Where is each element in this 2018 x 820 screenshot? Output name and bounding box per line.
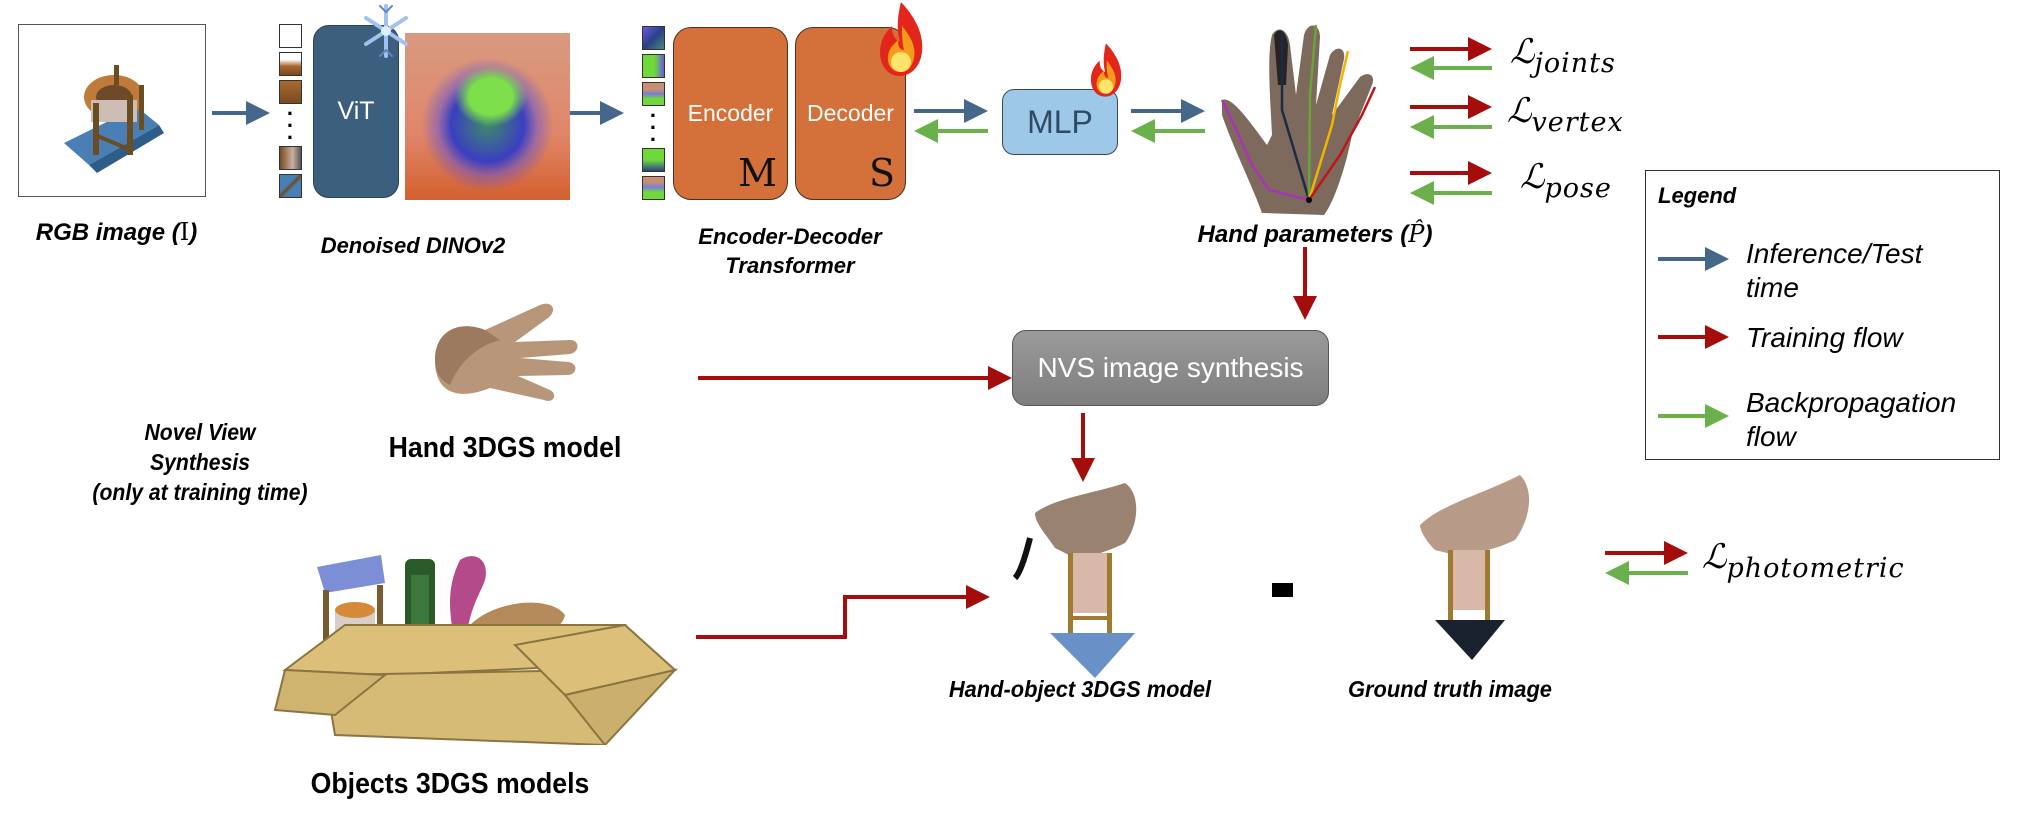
object-thumbnail-icon xyxy=(64,65,164,173)
vit-block: ViT xyxy=(313,25,399,198)
feature-patch xyxy=(642,26,665,50)
objects-3dgs-caption: Objects 3DGS models xyxy=(310,768,590,800)
decoder-symbol: S xyxy=(868,151,895,195)
hand-object-3dgs-image xyxy=(1005,478,1185,683)
image-patch xyxy=(279,146,302,170)
rgb-image-frame xyxy=(18,24,206,197)
transformer-caption: Encoder-Decoder Transformer xyxy=(640,222,940,280)
mlp-block: MLP xyxy=(1002,89,1118,155)
ground-truth-caption: Ground truth image xyxy=(1348,676,1552,702)
loss-photometric: ℒphotometric xyxy=(1702,537,1905,584)
decoder-label: Decoder xyxy=(807,100,894,126)
encoder-block: Encoder M xyxy=(673,27,788,200)
ellipsis-dots: ··· xyxy=(286,101,295,150)
flame-icon xyxy=(876,0,926,83)
loss-vertex: ℒvertex xyxy=(1507,91,1624,138)
ellipsis-dots: ··· xyxy=(649,103,658,152)
ground-truth-image xyxy=(1400,470,1550,665)
dino-feature-map xyxy=(405,33,570,200)
mlp-label: MLP xyxy=(1027,103,1093,140)
objects-3dgs-image xyxy=(265,545,705,750)
arrow-objects-to-hand-object xyxy=(696,585,990,639)
feature-patch xyxy=(642,54,665,78)
feature-patch xyxy=(642,148,665,172)
hand-3dgs-caption: Hand 3DGS model xyxy=(388,432,622,464)
hand-skeleton-image xyxy=(1212,15,1392,225)
hand-3dgs-image xyxy=(430,300,600,415)
transformer-caption-line2: Transformer xyxy=(725,253,855,278)
feature-patch xyxy=(642,176,665,200)
hand-object-caption: Hand-object 3DGS model xyxy=(948,676,1212,702)
vit-label: ViT xyxy=(337,97,375,125)
image-patch xyxy=(279,80,302,104)
image-patch xyxy=(279,24,302,48)
loss-pose: ℒpose xyxy=(1520,157,1612,204)
minus-sign xyxy=(1272,583,1293,597)
nvs-note: Novel View Synthesis (only at training t… xyxy=(92,419,308,505)
encoder-symbol: M xyxy=(738,151,777,195)
hand-parameters-caption: Hand parameters (P̂) xyxy=(1197,220,1433,248)
flame-icon xyxy=(1088,42,1124,103)
dino-caption: Denoised DINOv2 xyxy=(320,233,506,258)
snowflake-icon xyxy=(364,0,408,67)
feature-patch xyxy=(642,82,665,106)
decoder-block: Decoder S xyxy=(795,27,906,200)
encoder-label: Encoder xyxy=(687,100,774,126)
legend-title: Legend xyxy=(1658,183,1737,208)
nvs-label: NVS image synthesis xyxy=(1037,352,1304,383)
legend-item-training: Training flow xyxy=(1746,322,1903,353)
image-patch xyxy=(279,52,302,76)
rgb-image-caption: RGB image (I) xyxy=(35,218,198,246)
image-patch xyxy=(279,174,302,198)
transformer-caption-line1: Encoder-Decoder xyxy=(698,224,882,249)
nvs-synthesis-block: NVS image synthesis xyxy=(1012,330,1329,406)
loss-joints: ℒjoints xyxy=(1510,32,1616,79)
